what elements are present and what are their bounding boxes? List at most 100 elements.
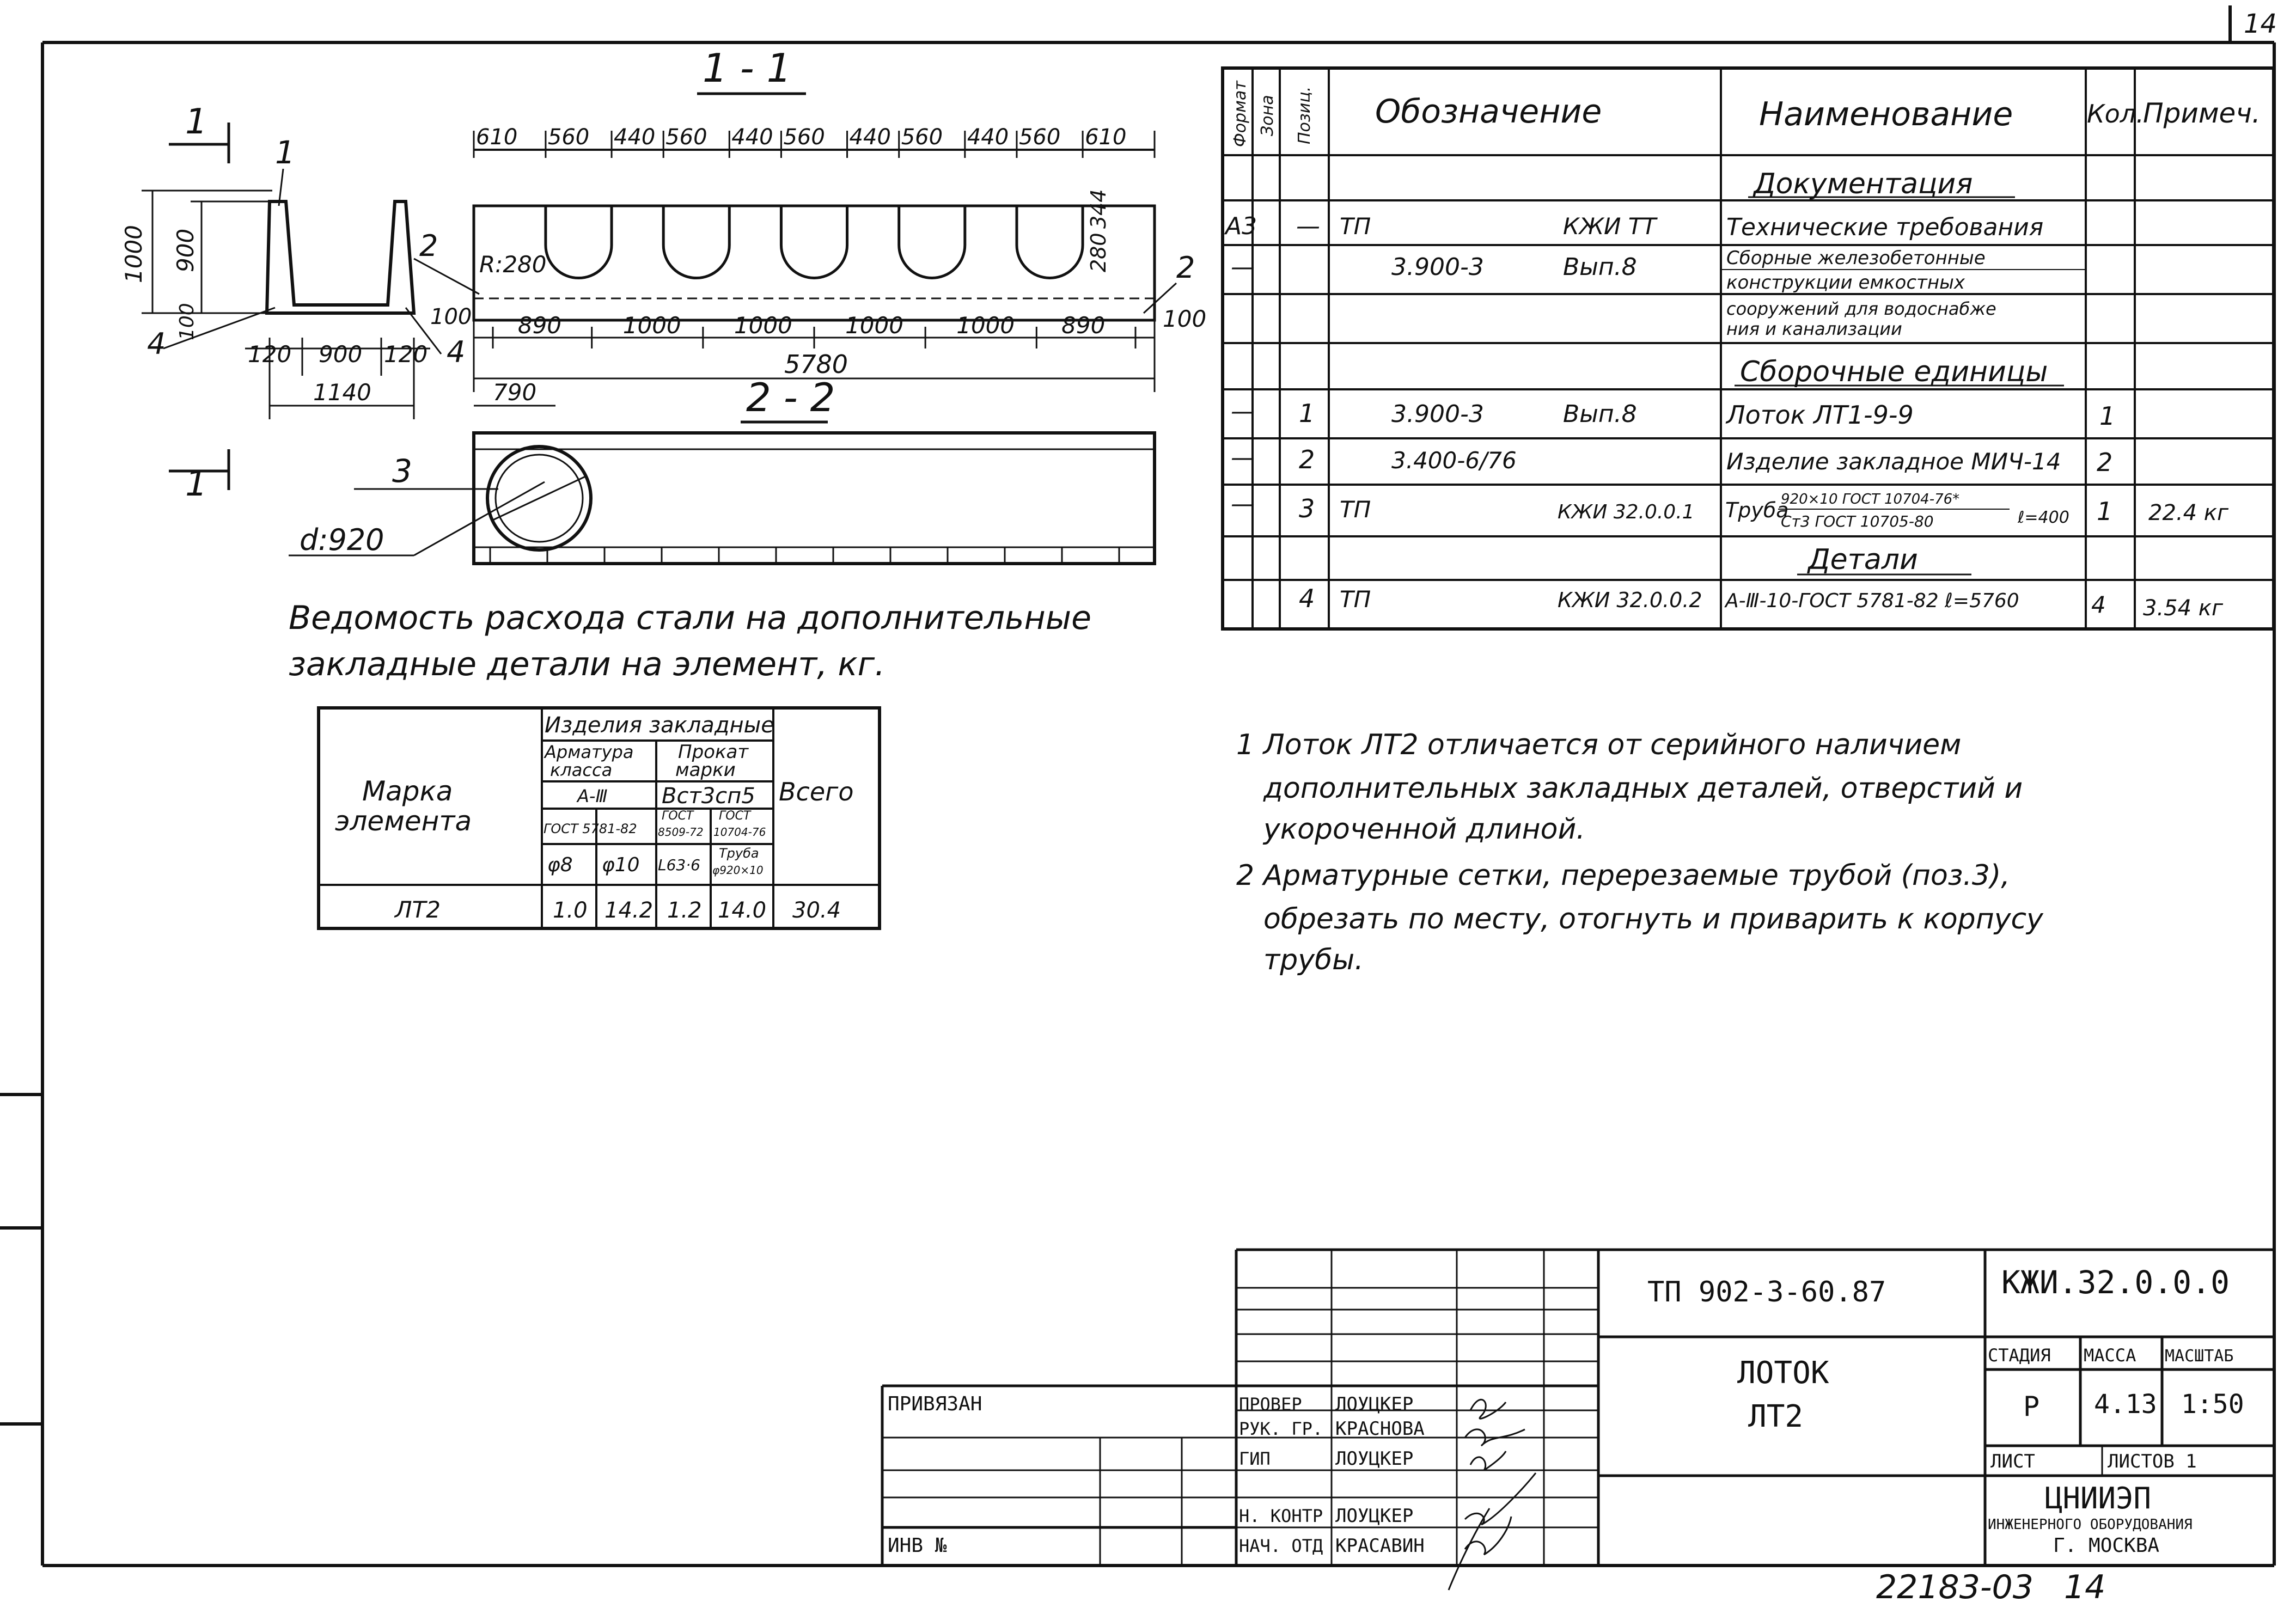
r6-name: А-Ⅲ-10-ГОСТ 5781-82 ℓ=5760 [1724, 590, 2019, 612]
callout-1: 1 [275, 134, 295, 171]
steel-armature-1: Арматура [544, 742, 633, 762]
tb-org-3: Г. МОСКВА [2053, 1534, 2159, 1557]
r2-format: — [1231, 253, 1255, 281]
r6-qty: 4 [2091, 591, 2106, 618]
cross-section: 1 1 1 1000 900 100 4 4 120 900 120 1140 [120, 102, 465, 504]
diameter-label: d:920 [300, 523, 384, 557]
r5-name-den: Ст3 ГОСТ 10705-80 [1781, 512, 1934, 530]
section-details: Детали [1807, 543, 1918, 576]
tb-org-1: ЦНИИЭП [2045, 1481, 2151, 1515]
tb-role-3: ГИП [1239, 1448, 1271, 1469]
header-note: Примеч. [2143, 97, 2261, 129]
tb-role-5: НАЧ. ОТД [1239, 1536, 1323, 1556]
tb-role-2: РУК. ГР. [1239, 1419, 1323, 1439]
steel-grade: Вст3сп5 [662, 784, 755, 809]
r1-des-a: ТП [1340, 213, 1371, 240]
note-2-c: трубы. [1263, 944, 1364, 976]
right-dim-280: 280 [1086, 233, 1110, 272]
r2-name-1: Сборные железобетонные [1726, 247, 1986, 269]
opening [662, 206, 731, 280]
r2-des-a: 3.900-3 [1391, 253, 1484, 281]
tb-name-2: ЛТ2 [1748, 1399, 1803, 1434]
right-margin-label: 100 [1163, 305, 1206, 332]
top-dim-label: 610 [476, 125, 517, 150]
tb-privyazan: ПРИВЯЗАН [888, 1393, 982, 1415]
r5-qty: 1 [2097, 497, 2112, 526]
tb-mass: 4.13 [2094, 1389, 2157, 1420]
top-dim-label: 440 [850, 125, 891, 150]
callout-2-left: 2 [419, 229, 438, 263]
steel-gost-1: ГОСТ 5781-82 [544, 821, 637, 836]
cs-width-2: 900 [319, 341, 362, 368]
top-dim-label: 560 [901, 125, 943, 150]
bottom-dim-label: 1000 [845, 312, 903, 339]
r3-format: — [1231, 398, 1255, 425]
top-dim-label: 560 [1019, 125, 1060, 150]
steel-statement: Ведомость расхода стали на дополнительны… [289, 599, 1091, 930]
steel-gost-2b: 8509-72 [658, 826, 704, 839]
r4-qty: 2 [2097, 448, 2112, 477]
tb-inv: ИНВ № [888, 1534, 947, 1557]
tb-mass-header: МАССА [2084, 1345, 2136, 1366]
section-assembly-units: Сборочные единицы [1740, 356, 2048, 388]
base-thickness: 100 [176, 303, 198, 340]
cs-outer-width: 1140 [313, 379, 371, 406]
steel-mark-1: Марка [362, 775, 453, 807]
steel-total-header: Всего [779, 777, 853, 806]
top-dim-label: 560 [548, 125, 589, 150]
callout-4-right: 4 [447, 335, 465, 369]
steel-col-3: L63·6 [658, 856, 700, 874]
title-block: ТП 902-3-60.87 КЖИ.32.0.0.0 ЛОТОК ЛТ2 СТ… [881, 1248, 2274, 1591]
note-1-c: укороченной длиной. [1262, 813, 1585, 846]
r5-pos: 3 [1299, 494, 1315, 523]
height-wall: 900 [172, 229, 199, 272]
opening [779, 206, 849, 279]
cut-mark-top-label: 1 [185, 102, 207, 142]
r5-format: — [1231, 490, 1255, 518]
r3-pos: 1 [1299, 399, 1315, 428]
section-documentation: Документация [1752, 168, 1973, 200]
steel-col-1: φ8 [547, 854, 573, 876]
r6-pos: 4 [1299, 584, 1315, 613]
radius-label: R:280 [479, 251, 547, 278]
r3-des-a: 3.900-3 [1391, 400, 1484, 428]
total-length-label: 5780 [784, 350, 848, 379]
r3-name: Лоток ЛТ1-9-9 [1725, 400, 1914, 430]
tb-scale-header: МАСШТАБ [2165, 1347, 2233, 1366]
top-dim-label: 440 [731, 125, 773, 150]
header-format: Формат [1231, 80, 1250, 147]
header-qty: Кол. [2087, 99, 2144, 129]
header-name: Наименование [1759, 95, 2013, 133]
steel-title-2: закладные детали на элемент, кг. [289, 645, 885, 683]
tb-person-5: КРАСАВИН [1335, 1535, 1425, 1557]
top-dim-label: 440 [967, 125, 1009, 150]
r4-des-a: 3.400-6/76 [1391, 447, 1517, 474]
r6-des-a: ТП [1340, 586, 1371, 613]
archive-number: 22183-03 [1876, 1568, 2034, 1606]
r5-name-a: Труба [1725, 498, 1789, 522]
steel-col-4b: φ920×10 [712, 864, 764, 877]
tb-sheets: ЛИСТОВ 1 [2108, 1451, 2197, 1472]
opening [897, 206, 967, 280]
top-dim-label: 610 [1085, 125, 1126, 150]
tb-person-3: ЛОУЦКЕР [1335, 1448, 1413, 1470]
callout-4-left: 4 [147, 327, 166, 361]
sheet-number: 14 [2244, 9, 2277, 39]
r1-format: А3 [1224, 212, 1257, 240]
callout-3: 3 [392, 453, 412, 490]
steel-val-1: 1.0 [553, 898, 588, 923]
steel-title-1: Ведомость расхода стали на дополнительны… [289, 599, 1091, 637]
r3-qty: 1 [2099, 401, 2115, 431]
bottom-dim-label: 1000 [956, 312, 1015, 339]
note-1-a: 1 Лоток ЛТ2 отличается от серийного нали… [1236, 729, 1961, 761]
r2-name-4: ния и канализации [1726, 319, 1902, 339]
top-dim-label: 440 [614, 125, 655, 150]
r6-note: 3.54 кг [2143, 596, 2224, 621]
steel-prokat-2: марки [675, 759, 736, 781]
tb-stage: Р [2023, 1391, 2039, 1422]
note-2-a: 2 Арматурные сетки, перерезаемые трубой … [1236, 859, 2010, 892]
